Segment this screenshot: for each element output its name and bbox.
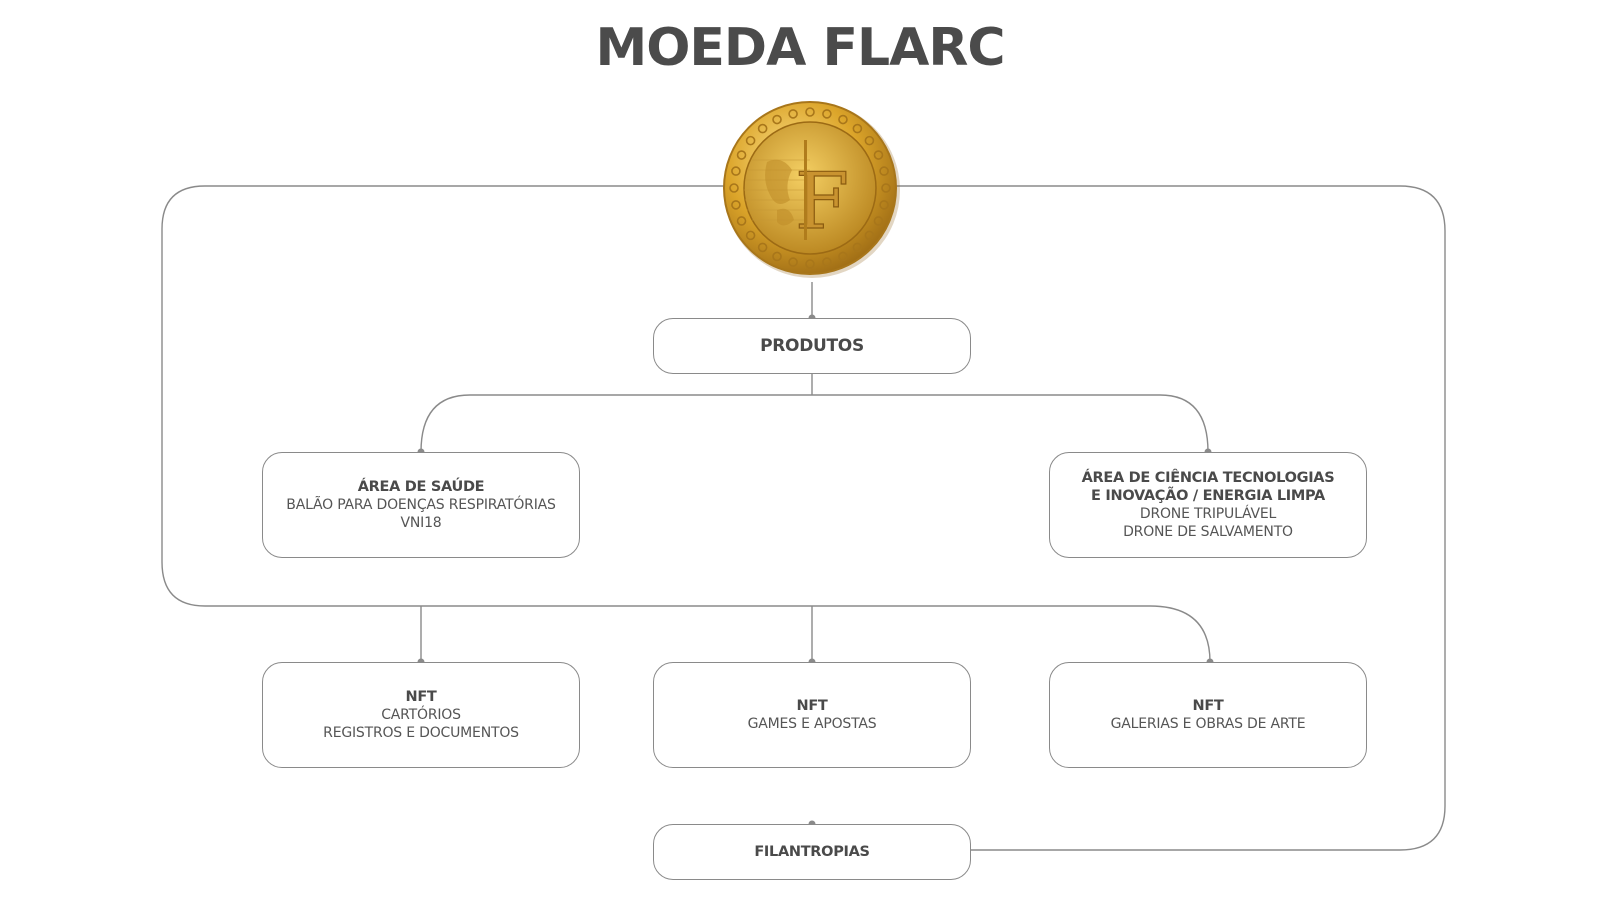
coin-rim-dot xyxy=(788,257,798,267)
coin-rim-dot xyxy=(873,150,884,160)
node-filantropias: FILANTROPIAS xyxy=(653,824,971,880)
node-area-ciencia: ÁREA DE CIÊNCIA TECNOLOGIAS E INOVAÇÃO /… xyxy=(1049,452,1367,558)
gold-coin-icon: F xyxy=(723,101,900,278)
coin-rim-dot xyxy=(805,259,815,269)
coin-rim-dot xyxy=(731,200,741,210)
node-area-saude: ÁREA DE SAÚDE BALÃO PARA DOENÇAS RESPIRA… xyxy=(262,452,580,558)
coin-rim-dot xyxy=(822,257,832,267)
node-filantropias-label: FILANTROPIAS xyxy=(754,844,870,860)
node-area-saude-line: VNI18 xyxy=(400,515,442,531)
coin-rim-dot xyxy=(788,109,798,119)
node-produtos: PRODUTOS xyxy=(653,318,971,374)
connector-coin-left-loop xyxy=(161,185,1211,663)
coin-rim-dot xyxy=(729,183,739,193)
node-area-ciencia-title: ÁREA DE CIÊNCIA TECNOLOGIAS xyxy=(1081,469,1335,486)
coin-rim-dot xyxy=(873,216,884,226)
node-produtos-label: PRODUTOS xyxy=(760,336,864,356)
coin-rim-dot xyxy=(736,150,747,160)
coin-rim-dot xyxy=(731,166,741,176)
node-nft-cartorios: NFT CARTÓRIOS REGISTROS E DOCUMENTOS xyxy=(262,662,580,768)
connector-branch-saude xyxy=(420,394,812,453)
node-nft-cartorios-line: REGISTROS E DOCUMENTOS xyxy=(323,725,519,741)
coin-rim-dot xyxy=(805,107,815,117)
coin-rim-dot xyxy=(852,123,863,134)
node-nft-cartorios-line: CARTÓRIOS xyxy=(381,706,461,723)
page-title: MOEDA FLARC xyxy=(595,18,1005,78)
node-nft-games: NFT GAMES E APOSTAS xyxy=(653,662,971,768)
coin-rim-dot xyxy=(736,216,747,226)
node-nft-galerias-line: GALERIAS E OBRAS DE ARTE xyxy=(1110,715,1306,732)
coin-rim-dot xyxy=(772,114,782,125)
coin-rim-dot xyxy=(879,166,889,176)
node-area-saude-line: BALÃO PARA DOENÇAS RESPIRATÓRIAS xyxy=(286,496,556,513)
node-area-ciencia-line: DRONE TRIPULÁVEL xyxy=(1139,505,1277,522)
connector-coin-right-loop xyxy=(896,185,1446,851)
coin-rim-dot xyxy=(881,183,891,193)
coin-rim-dot xyxy=(757,242,768,253)
coin-rim-dot xyxy=(757,123,768,134)
coin-rim-dot xyxy=(864,135,875,146)
coin-rim-dot xyxy=(864,230,875,241)
coin-rim-dot xyxy=(745,135,756,146)
coin-rim-dot xyxy=(745,230,756,241)
coin-rim-dot xyxy=(772,251,782,262)
node-nft-galerias-title: NFT xyxy=(1192,697,1224,714)
coin-rim-dot xyxy=(852,242,863,253)
node-area-saude-title: ÁREA DE SAÚDE xyxy=(357,478,485,495)
coin-rim-dot xyxy=(879,200,889,210)
node-nft-games-title: NFT xyxy=(796,697,828,714)
node-nft-games-line: GAMES E APOSTAS xyxy=(747,715,877,732)
node-nft-galerias: NFT GALERIAS E OBRAS DE ARTE xyxy=(1049,662,1367,768)
coin-rim-dot xyxy=(838,251,848,262)
coin-rim-dot xyxy=(838,114,848,125)
node-area-ciencia-title: E INOVAÇÃO / ENERGIA LIMPA xyxy=(1091,487,1325,504)
coin-rim-dot xyxy=(822,109,832,119)
node-nft-cartorios-title: NFT xyxy=(405,688,437,705)
connector-branch-ciencia xyxy=(812,394,1209,453)
coin-letter: F xyxy=(795,157,849,247)
node-area-ciencia-line: DRONE DE SALVAMENTO xyxy=(1123,524,1293,540)
